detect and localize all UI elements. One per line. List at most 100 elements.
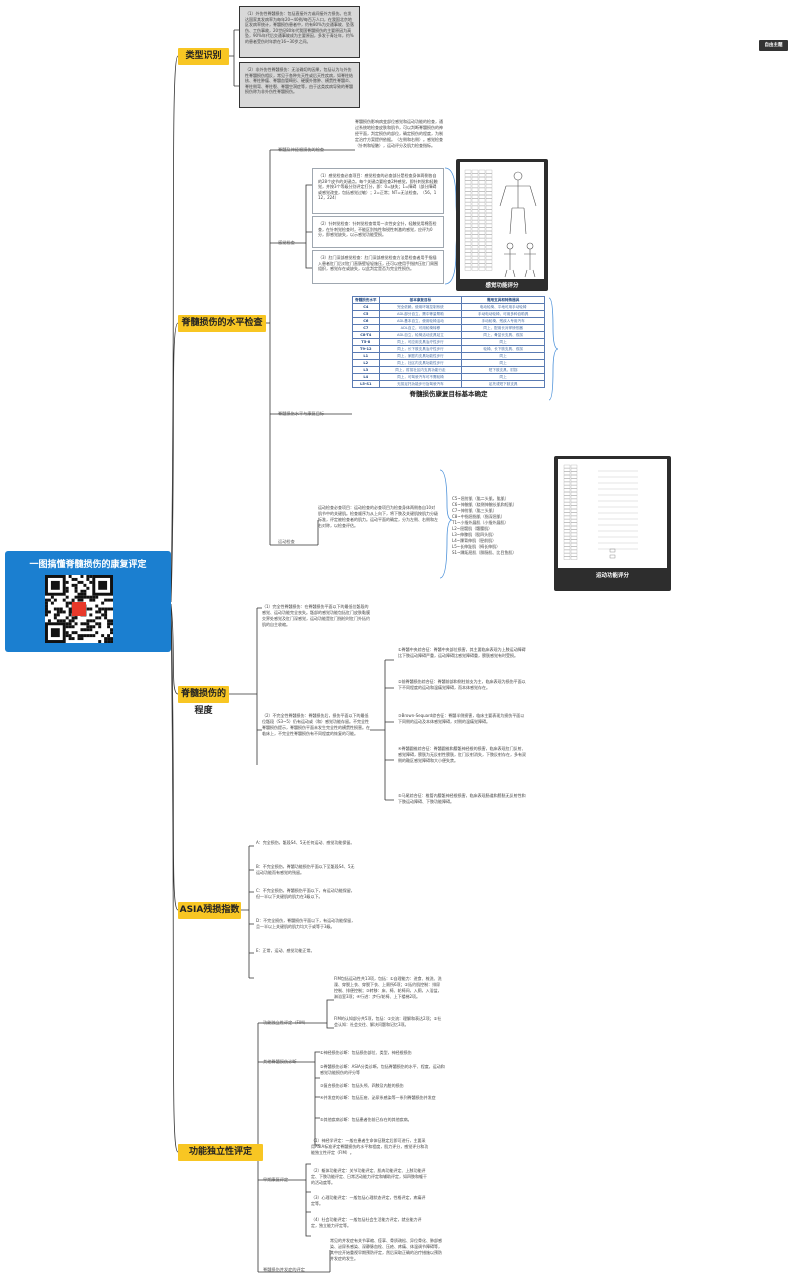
category-level[interactable]: 脊髓损伤的水平检查 <box>178 315 266 332</box>
complication-text: 常见的并发症有关节挛缩、痉挛、骨质疏松、异位骨化、肺部感染、泌尿系感染、深静脉血… <box>330 1238 442 1261</box>
table-cell: T5-8 <box>352 338 380 346</box>
sensory-score-card[interactable]: 感觉功能评分 <box>456 159 548 291</box>
table-cell: L2 <box>352 359 380 367</box>
table-cell: C7 <box>352 324 380 332</box>
category-fim[interactable]: 功能独立性评定 <box>178 1144 263 1161</box>
table-cell: 同上，家庭内支具功能性步行 <box>378 352 463 360</box>
table-cell: 同上，肘拐社区内支具功能行走 <box>378 366 463 374</box>
root-title: 一图搞懂脊髓损伤的康复评定 <box>29 560 147 570</box>
table-cell: 完全依赖，使用环境控制系统 <box>378 303 463 311</box>
category-type[interactable]: 类型识别 <box>178 48 229 65</box>
syndrome-1[interactable]: ①脊髓中央综合征：脊髓中央部位损害，其主要临床表现为上肢运动障碍比下肢运动障碍严… <box>398 647 526 658</box>
motor-muscle-item: S1~踝跖屈肌（腓肠肌、比目鱼肌） <box>452 550 517 555</box>
syndrome-5[interactable]: ⑤马尾综合征：椎管内腰骶神经根损害，临床表现肠道和膀胱无反射性和下肢运动障碍、下… <box>398 793 526 804</box>
table-cell: 同上，骨盆长支具、双拐 <box>461 331 545 339</box>
other-diagnosis-4[interactable]: ④并发症的诊断：包括压疮、泌尿系感染等一系列脊髓损伤并发症 <box>320 1095 436 1100</box>
degree-complete[interactable]: （1）完全性脊髓损伤：在脊髓损伤平面以下的最低位骶段的感觉、运动功能完全丧失。骶… <box>262 604 370 627</box>
degree-incomplete[interactable]: （2）不完全性脊髓损伤：脊髓损伤后，损伤平面以下的最低位骶段（S3~5）仍有运动… <box>262 713 370 736</box>
sensory-box-3[interactable]: （3）肛门深部感觉检查：肛门深部感觉检查方法是检查者用手指插入患者肛门后对肛门直… <box>312 250 444 284</box>
table-header-cell: 基本康复目标 <box>378 296 463 304</box>
table-cell: T9-12 <box>352 345 380 353</box>
branch-level-table[interactable]: 脊髓损伤水平与康复目标 <box>278 411 325 416</box>
table-cell: 电动轮椅、平地可用手动轮椅 <box>461 303 545 311</box>
table-cell: ADL部分自立，需中等量帮助 <box>378 310 463 318</box>
asia-a[interactable]: A：完全损伤，骶段S4、5无任何运动、感觉功能保留。 <box>256 840 355 845</box>
other-diagnosis-3[interactable]: ③复合损伤诊断：包括头颅、四肢及内脏的损伤 <box>320 1083 404 1088</box>
root-node[interactable]: 一图搞懂脊髓损伤的康复评定 <box>5 551 171 652</box>
category-asia[interactable]: ASIA残损指数 <box>178 902 241 919</box>
motor-key-muscles: C5~屈肘肌（肱二头肌，肱肌）C6~伸腕肌（桡侧伸腕长肌和短肌）C7~伸肘肌（肱… <box>452 496 544 556</box>
table-cell: L4 <box>352 373 380 381</box>
table-cell: 轮椅、长下肢支具、双拐 <box>461 345 545 353</box>
table-cell: 同上，配用长对掌矫形器 <box>461 324 545 332</box>
table-cell: 同上 <box>461 359 545 367</box>
type-box-traumatic[interactable]: （1）外伤性脊髓损伤：包括直接外力或间接外力损伤。在发达国家其发病率为每年20~… <box>239 6 360 58</box>
table-cell: 无拐足托功能步行及驾驶汽车 <box>378 380 463 388</box>
motor-muscle-item: L4~踝背伸肌（胫前肌） <box>452 538 497 543</box>
motor-muscle-item: L5~长伸趾肌（拇长伸肌） <box>452 544 501 549</box>
table-cell: C6 <box>352 317 380 325</box>
early-assessment-3[interactable]: （3）心理功能评定：一般包括心理状态评定，性格评定，疼痛评定等。 <box>311 1195 426 1206</box>
sensory-box-2[interactable]: （2）针刺觉检查：针刺觉检查常用一次性安全针，轻触觉用棉签检查，在针刺觉检查时，… <box>312 216 444 248</box>
branch-motor[interactable]: 运动检查 <box>278 539 295 544</box>
asia-b[interactable]: B：不完全损伤，脊髓功能损伤平面以下至骶段S4、5无运动功能而有感觉的残留。 <box>256 864 355 875</box>
motor-muscle-item: C5~屈肘肌（肱二头肌，肱肌） <box>452 496 509 501</box>
table-cell: 手动轮椅、残疾人专用汽车 <box>461 317 545 325</box>
free-theme-button[interactable]: 自由主题 <box>759 40 788 51</box>
table-cell: L3 <box>352 366 380 374</box>
early-assessment-4[interactable]: （4）社会功能评定：一般包括社会生活能力评定，就业能力评定，独立能力评定等。 <box>311 1217 422 1228</box>
table-cell: C5 <box>352 310 380 318</box>
table-cell: 同上，长下肢支具治疗性步行 <box>378 345 463 353</box>
branch-fim[interactable]: 功能独立性评定（FIM） <box>263 1020 308 1025</box>
table-caption: 脊髓损伤康复目标基本确定 <box>409 390 488 398</box>
motor-muscle-item: L2~屈髋肌（髂腰肌） <box>452 526 493 531</box>
syndrome-3[interactable]: ③Brown-Sequard综合征：脊髓半侧损害，临床主要表现为损伤平面以下同侧… <box>398 713 525 724</box>
branch-sensory[interactable]: 感觉检查 <box>278 240 295 245</box>
table-header-cell: 脊髓损伤水平 <box>352 296 380 304</box>
branch-other-diagnosis[interactable]: 其他脊髓损伤诊断 <box>263 1059 297 1064</box>
asia-c[interactable]: C：不完全损伤，脊髓损伤平面以下，有运动功能保留，但一半以下关键肌的肌力在3级以… <box>256 888 355 899</box>
table-cell: 同上，可驾驶汽车可不需轮椅 <box>378 373 463 381</box>
syndrome-4[interactable]: ④脊髓圆锥综合征：脊髓圆锥和腰骶神经根的损害，临床表现肛门反射、感觉障碍，膀胱为… <box>398 746 526 763</box>
table-cell: 同上 <box>461 373 545 381</box>
syndrome-2[interactable]: ②前脊髓损伤综合征：脊髓前部和侧柱前支为主，临床表现为损伤平面以下不同程度的运动… <box>398 679 526 690</box>
motor-score-card[interactable]: 运动功能评分 <box>554 456 671 591</box>
table-cell: ADL基本自立，使用轮椅活动 <box>378 317 463 325</box>
table-cell: L5-S1 <box>352 380 380 388</box>
table-cell: 同上，可应用支具治疗性步行 <box>378 338 463 346</box>
table-header-row: 脊髓损伤水平基本康复目标需用支具和特殊器具 <box>352 296 545 304</box>
table-cell: 手动电动轮椅，可用多种自助具 <box>461 310 545 318</box>
other-diagnosis-1[interactable]: ①神经损伤诊断：包括损伤部位、类型，神经根损伤 <box>320 1050 412 1055</box>
category-degree[interactable]: 脊髓损伤的程度 <box>178 686 229 716</box>
sensory-score-sheet <box>460 162 544 279</box>
motor-muscle-item: L3~伸膝肌（股四头肌） <box>452 532 497 537</box>
branch-early-assessment[interactable]: 早期康复评定 <box>263 1177 289 1182</box>
motor-muscle-item: C6~伸腕肌（桡侧伸腕长肌和短肌） <box>452 502 517 507</box>
early-assessment-2[interactable]: （2）躯体功能评定：关节功能评定、肌肉功能评定、上肢功能评定、下肢功能评定、日常… <box>311 1168 427 1185</box>
branch-complication[interactable]: 脊髓损伤并发症的评定 <box>263 1267 305 1272</box>
sensory-box-1[interactable]: （1）感觉检查必查项目：感觉检查的必查部分是检查身体两侧各自的28个皮节的关键点… <box>312 168 444 214</box>
asia-e[interactable]: E：正常，运动、感觉功能正常。 <box>256 948 315 953</box>
other-diagnosis-2[interactable]: ②脊髓损伤诊断：ASIA分类诊断，包括脊髓损伤的水平、程度，运动和感觉功能损伤的… <box>320 1064 445 1075</box>
other-diagnosis-5[interactable]: ⑤其他疾病诊断：包括患者伤前已存在的其他疾病。 <box>320 1117 412 1122</box>
early-assessment-1[interactable]: （1）神经学评定：一般在患者生命体征稳定后即可进行，主要采用ASIA标准评定脊髓… <box>311 1138 429 1155</box>
branch-neuro-check[interactable]: 脊髓及神经根损伤的检查 <box>278 147 325 152</box>
type-box-nontraumatic[interactable]: （2）非外伤性脊髓损伤：无法确切的因果，包括认为与外伤性脊髓损伤相反，常见于各种… <box>239 62 360 108</box>
fim-cognitive[interactable]: FIM的认知部分共5项，包括：①交流：理解和表达2项；②社会认知：社会交往、解决… <box>334 1016 442 1027</box>
table-cell: 足托或短下肢支具 <box>461 380 545 388</box>
asia-d[interactable]: D：不完全损伤，脊髓损伤平面以下，有运动功能保留，且一半以上关键肌的肌力均大于或… <box>256 918 356 929</box>
fim-motor[interactable]: FIM包括运动性共13项，包括：①自理能力：进食、梳洗、洗澡、穿脱上衣、穿脱下衣… <box>334 976 442 999</box>
table-header-cell: 需用支具和特殊器具 <box>461 296 545 304</box>
table-cell: ADL自立，轮椅活动支具站立 <box>378 331 463 339</box>
